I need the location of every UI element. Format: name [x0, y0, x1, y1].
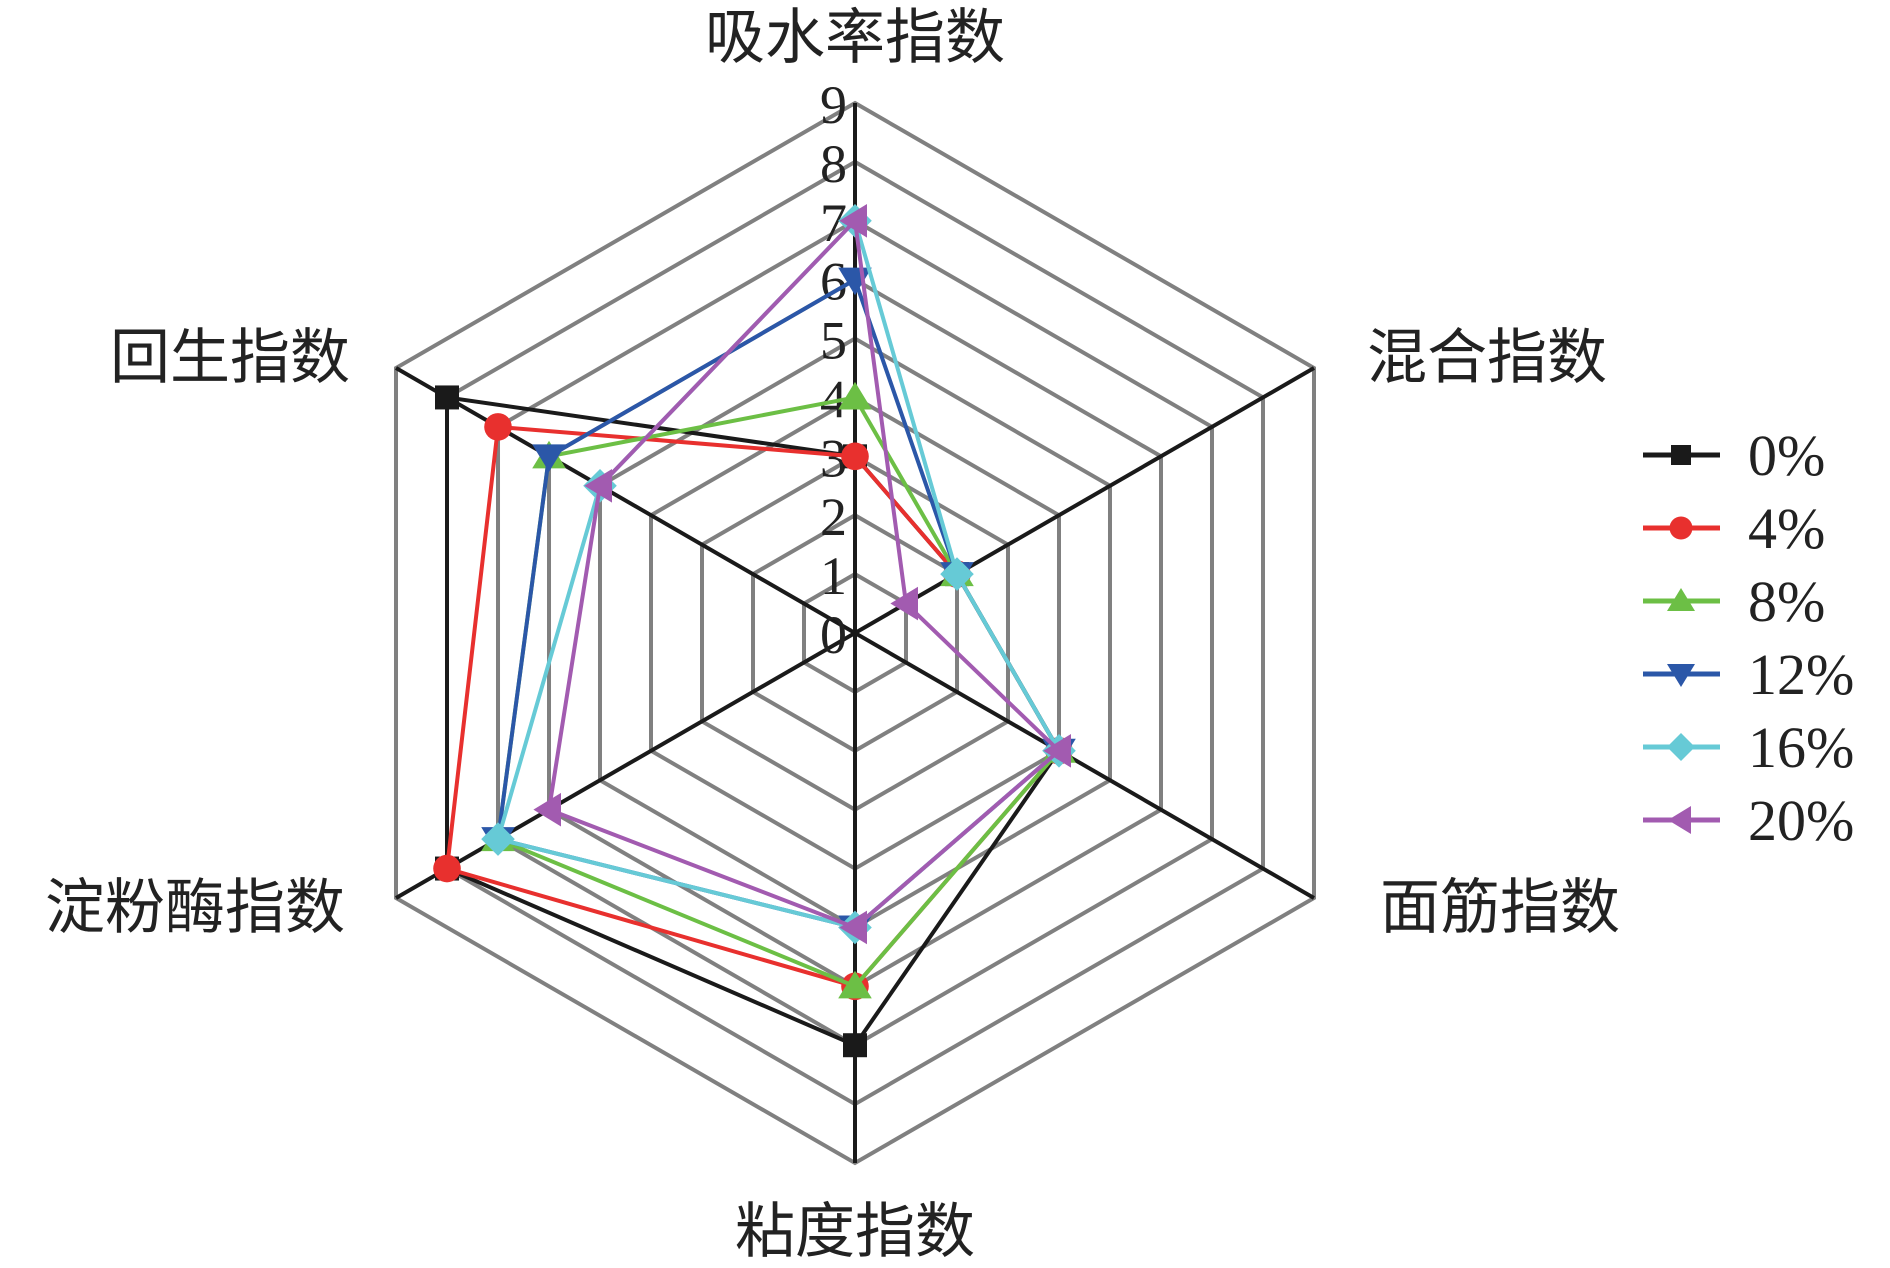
legend-label: 0% [1748, 423, 1825, 488]
radar-grid [394, 100, 1316, 1166]
series-20% [533, 203, 1071, 945]
axis-labels: 吸水率指数 混合指数 面筋指数 粘度指数 淀粉酶指数 回生指数 [45, 3, 1620, 1267]
axis-spoke-1 [853, 366, 1315, 635]
tick-label-1: 1 [820, 546, 847, 606]
legend-marker [1668, 806, 1691, 834]
data-point-20%-1 [890, 586, 918, 621]
legend-marker [1667, 733, 1695, 761]
legend-item-16%: 16% [1643, 715, 1854, 780]
axis-label-mixing: 混合指数 [1367, 323, 1607, 393]
legend-label: 20% [1748, 788, 1854, 853]
data-point-0%-5 [435, 385, 460, 410]
tick-label-6: 6 [820, 252, 847, 312]
legend-label: 16% [1748, 715, 1854, 780]
legend-item-20%: 20% [1643, 788, 1854, 853]
axis-spoke-2 [853, 631, 1315, 900]
tick-label-5: 5 [820, 311, 847, 371]
data-point-20%-3 [839, 910, 867, 945]
axis-label-viscosity: 粘度指数 [735, 1197, 975, 1267]
data-point-8%-3 [838, 970, 872, 999]
data-point-12%-5 [532, 444, 566, 472]
legend-marker [1671, 445, 1691, 465]
data-point-4%-0 [841, 442, 869, 471]
data-point-4%-5 [484, 413, 512, 441]
legend-item-8%: 8% [1643, 569, 1825, 634]
axis-spoke-5 [395, 366, 856, 635]
legend-item-0%: 0% [1643, 423, 1825, 488]
data-point-20%-2 [1043, 733, 1071, 768]
legend-marker [1667, 588, 1695, 611]
data-point-20%-5 [584, 468, 613, 503]
legend-label: 4% [1748, 496, 1825, 561]
tick-label-9: 9 [820, 75, 847, 135]
series-line-20% [546, 216, 1062, 930]
axis-label-water-absorption: 吸水率指数 [705, 3, 1005, 73]
data-point-0%-3 [843, 1033, 867, 1058]
series-line-0% [445, 395, 1062, 1048]
data-point-20%-0 [839, 203, 867, 238]
series-4% [433, 413, 1073, 1001]
tick-label-0: 0 [820, 605, 847, 665]
data-point-16%-4 [481, 822, 515, 856]
legend-item-12%: 12% [1643, 642, 1854, 707]
data-point-16%-1 [940, 557, 974, 591]
axis-label-amylase: 淀粉酶指数 [45, 873, 345, 943]
legend-label: 8% [1748, 569, 1825, 634]
tick-label-2: 2 [820, 487, 847, 547]
legend-marker [1667, 664, 1695, 687]
data-point-20%-4 [533, 792, 562, 827]
legend-marker [1669, 516, 1693, 540]
legend: 0% 4% 8% 12% 16% 20% [1643, 423, 1854, 853]
series-12% [481, 267, 1076, 944]
axis-label-retrogradation: 回生指数 [110, 323, 350, 393]
legend-item-4%: 4% [1643, 496, 1825, 561]
legend-label: 12% [1748, 642, 1854, 707]
tick-label-8: 8 [820, 134, 847, 194]
series-layer [433, 203, 1076, 1058]
axis-label-gluten: 面筋指数 [1380, 873, 1620, 943]
data-point-8%-0 [838, 381, 872, 410]
axis-spoke-4 [395, 631, 856, 900]
data-point-4%-4 [433, 854, 461, 883]
